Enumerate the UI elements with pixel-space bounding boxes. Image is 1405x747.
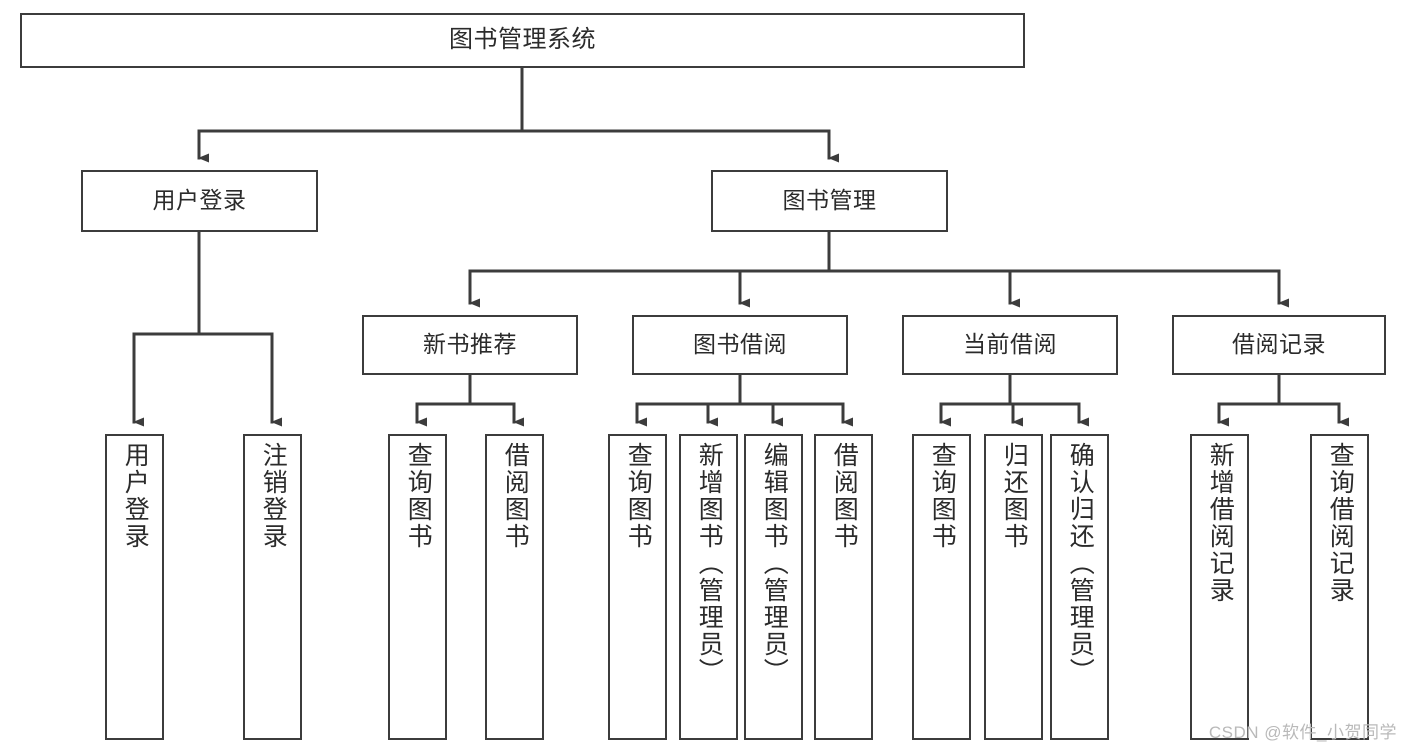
leaf-query-borrow-record-label: 查询借阅记录 [1326, 442, 1355, 604]
node-borrow-record[interactable]: 借阅记录 [1172, 315, 1386, 375]
leaf-borrow-book[interactable]: 借阅图书 [814, 434, 873, 740]
leaf-query-book-borrow-label: 查询图书 [624, 442, 653, 550]
leaf-query-book-current[interactable]: 查询图书 [912, 434, 971, 740]
node-book-management[interactable]: 图书管理 [711, 170, 948, 232]
leaf-user-login-label: 用户登录 [121, 442, 150, 550]
leaf-confirm-return-admin-label: 确认归还（管理员） [1066, 442, 1095, 685]
leaf-edit-book-admin-label: 编辑图书（管理员） [760, 442, 789, 685]
leaf-query-book-current-label: 查询图书 [928, 442, 957, 550]
leaf-borrow-book-label: 借阅图书 [830, 442, 859, 550]
node-current-borrow-label: 当前借阅 [963, 331, 1057, 358]
csdn-watermark: CSDN @软件_小贺同学 [1208, 723, 1397, 742]
leaf-add-borrow-record-label: 新增借阅记录 [1206, 442, 1235, 604]
leaf-confirm-return-admin[interactable]: 确认归还（管理员） [1050, 434, 1109, 740]
node-user-login[interactable]: 用户登录 [81, 170, 318, 232]
node-book-borrow[interactable]: 图书借阅 [632, 315, 848, 375]
node-new-book-recommend-label: 新书推荐 [423, 331, 517, 358]
leaf-return-book[interactable]: 归还图书 [984, 434, 1043, 740]
leaf-query-borrow-record[interactable]: 查询借阅记录 [1310, 434, 1369, 740]
node-book-borrow-label: 图书借阅 [693, 331, 787, 358]
leaf-logout-login[interactable]: 注销登录 [243, 434, 302, 740]
leaf-query-book-recommend[interactable]: 查询图书 [388, 434, 447, 740]
node-current-borrow[interactable]: 当前借阅 [902, 315, 1118, 375]
node-user-login-label: 用户登录 [152, 187, 247, 214]
leaf-logout-login-label: 注销登录 [259, 442, 288, 550]
leaf-add-book-admin[interactable]: 新增图书（管理员） [679, 434, 738, 740]
leaf-borrow-book-recommend[interactable]: 借阅图书 [485, 434, 544, 740]
leaf-user-login[interactable]: 用户登录 [105, 434, 164, 740]
leaf-query-book-borrow[interactable]: 查询图书 [608, 434, 667, 740]
leaf-add-borrow-record[interactable]: 新增借阅记录 [1190, 434, 1249, 740]
node-root-label: 图书管理系统 [449, 26, 596, 54]
node-new-book-recommend[interactable]: 新书推荐 [362, 315, 578, 375]
node-root[interactable]: 图书管理系统 [20, 13, 1025, 68]
leaf-return-book-label: 归还图书 [1000, 442, 1029, 550]
leaf-edit-book-admin[interactable]: 编辑图书（管理员） [744, 434, 803, 740]
node-book-management-label: 图书管理 [782, 187, 877, 214]
leaf-borrow-book-recommend-label: 借阅图书 [501, 442, 530, 550]
leaf-query-book-recommend-label: 查询图书 [404, 442, 433, 550]
leaf-add-book-admin-label: 新增图书（管理员） [695, 442, 724, 685]
node-borrow-record-label: 借阅记录 [1232, 331, 1326, 358]
